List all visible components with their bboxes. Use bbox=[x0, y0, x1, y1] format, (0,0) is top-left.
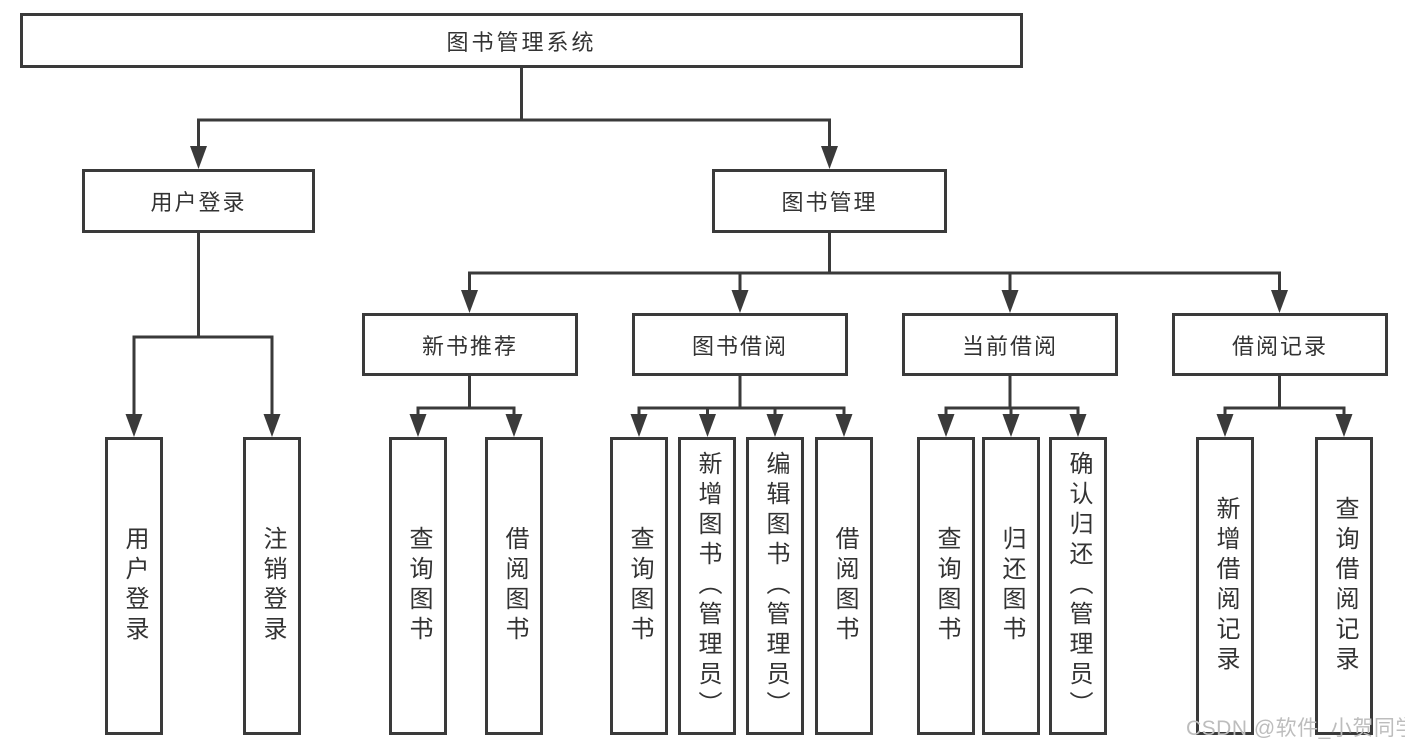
leaf-label: 注销登录 bbox=[259, 526, 286, 646]
arrow-down-icon bbox=[937, 414, 955, 437]
leaf-query-books: 查询图书 bbox=[917, 437, 975, 735]
leaf-label: 确认归还（管理员） bbox=[1065, 451, 1092, 721]
arrow-down-icon bbox=[1069, 414, 1087, 437]
leaf-query-books: 查询图书 bbox=[610, 437, 668, 735]
arrow-down-icon bbox=[409, 414, 427, 437]
connector-userlogin-to-leaves bbox=[132, 231, 274, 419]
connector-newbooks-to-leaves bbox=[416, 374, 516, 419]
leaf-label: 新增借阅记录 bbox=[1212, 496, 1239, 676]
leaf-confirm-return-admin: 确认归还（管理员） bbox=[1049, 437, 1107, 735]
leaf-edit-books-admin: 编辑图书（管理员） bbox=[746, 437, 804, 735]
node-new-book-recommend: 新书推荐 bbox=[362, 313, 578, 376]
arrow-down-icon bbox=[835, 414, 853, 437]
arrow-down-icon bbox=[505, 414, 523, 437]
arrow-down-icon bbox=[190, 146, 207, 169]
connector-root-to-level2 bbox=[197, 66, 831, 151]
leaf-label: 新增图书（管理员） bbox=[694, 451, 721, 721]
node-book-management: 图书管理 bbox=[712, 169, 947, 233]
leaf-query-borrow-record: 查询借阅记录 bbox=[1315, 437, 1373, 735]
leaf-user-login: 用户登录 bbox=[105, 437, 163, 735]
leaf-label: 查询图书 bbox=[405, 526, 432, 646]
leaf-label: 编辑图书（管理员） bbox=[762, 451, 789, 721]
arrow-down-icon bbox=[1335, 414, 1353, 437]
leaf-label: 查询图书 bbox=[626, 526, 653, 646]
leaf-label: 查询图书 bbox=[933, 526, 960, 646]
connector-records-to-leaves bbox=[1223, 374, 1346, 419]
arrow-down-icon bbox=[125, 414, 143, 437]
arrow-down-icon bbox=[731, 290, 749, 313]
node-borrow-records: 借阅记录 bbox=[1172, 313, 1388, 376]
node-library-system: 图书管理系统 bbox=[20, 13, 1023, 68]
leaf-borrow-books: 借阅图书 bbox=[815, 437, 873, 735]
leaf-label: 借阅图书 bbox=[501, 526, 528, 646]
arrow-down-icon bbox=[1271, 290, 1288, 313]
arrow-down-icon bbox=[461, 290, 478, 313]
arrow-down-icon bbox=[821, 146, 838, 169]
arrow-down-icon bbox=[630, 414, 648, 437]
arrow-down-icon bbox=[1216, 414, 1234, 437]
leaf-add-borrow-record: 新增借阅记录 bbox=[1196, 437, 1254, 735]
csdn-watermark: CSDN @软件_小贺同学 bbox=[1186, 717, 1405, 740]
arrow-down-icon bbox=[766, 414, 784, 437]
leaf-add-books-admin: 新增图书（管理员） bbox=[678, 437, 736, 735]
leaf-label: 归还图书 bbox=[998, 526, 1025, 646]
leaf-label: 用户登录 bbox=[121, 526, 148, 646]
leaf-logout: 注销登录 bbox=[243, 437, 301, 735]
node-book-borrow: 图书借阅 bbox=[632, 313, 848, 376]
leaf-query-books: 查询图书 bbox=[389, 437, 447, 735]
arrow-down-icon bbox=[1001, 290, 1019, 313]
leaf-label: 借阅图书 bbox=[831, 526, 858, 646]
arrow-down-icon bbox=[1002, 414, 1020, 437]
leaf-borrow-books: 借阅图书 bbox=[485, 437, 543, 735]
leaf-return-books: 归还图书 bbox=[982, 437, 1040, 735]
node-user-login: 用户登录 bbox=[82, 169, 315, 233]
connector-bookmgmt-to-level3 bbox=[468, 231, 1281, 295]
connector-bookborrow-to-leaves bbox=[637, 374, 846, 419]
connector-currentborrow-to-leaves bbox=[944, 374, 1080, 419]
arrow-down-icon bbox=[263, 414, 281, 437]
leaf-label: 查询借阅记录 bbox=[1331, 496, 1358, 676]
node-current-borrow: 当前借阅 bbox=[902, 313, 1118, 376]
arrow-down-icon bbox=[699, 414, 716, 437]
